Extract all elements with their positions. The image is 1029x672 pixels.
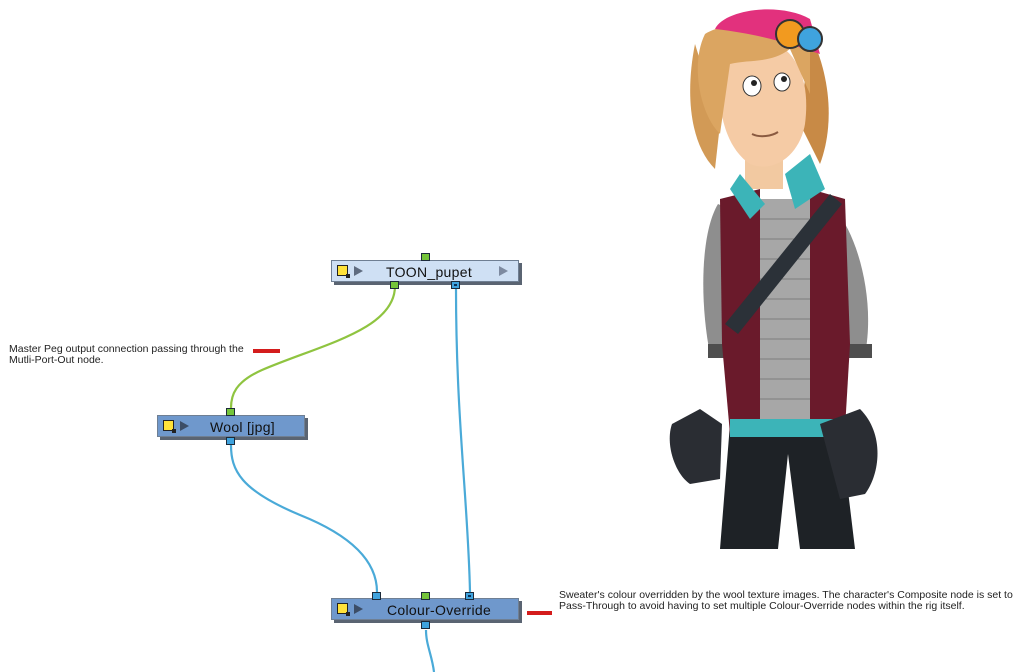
wool-output-port[interactable] bbox=[226, 437, 235, 445]
toon-pupet-node[interactable]: TOON_pupet bbox=[331, 260, 519, 282]
character-bag-strap bbox=[725, 194, 842, 334]
expand-arrow-icon[interactable] bbox=[354, 266, 363, 276]
character-eye-right bbox=[773, 72, 791, 92]
master-peg-annotation-marker bbox=[253, 349, 280, 353]
expand-arrow-icon[interactable] bbox=[354, 604, 363, 614]
colour-override-output-port[interactable] bbox=[421, 621, 430, 629]
colour-override-output-wire[interactable] bbox=[424, 629, 436, 672]
peg-connection-wire[interactable] bbox=[229, 285, 397, 409]
expand-arrow-icon[interactable] bbox=[180, 421, 189, 431]
node-label: Colour-Override bbox=[387, 602, 492, 618]
multi-port-arrow-icon[interactable] bbox=[499, 266, 508, 276]
character-vest-right bbox=[810, 189, 850, 429]
display-toggle-icon[interactable] bbox=[163, 420, 176, 433]
character-illustration bbox=[669, 9, 878, 549]
colour-override-input-port-3[interactable] bbox=[465, 592, 474, 600]
character-glove-right bbox=[820, 409, 878, 499]
node-label: Wool [jpg] bbox=[210, 419, 275, 435]
display-toggle-icon[interactable] bbox=[337, 265, 350, 278]
character-face bbox=[718, 39, 807, 167]
wool-to-colour-override-wire[interactable] bbox=[229, 444, 379, 593]
wool-node[interactable]: Wool [jpg] bbox=[157, 415, 305, 437]
node-label: TOON_pupet bbox=[386, 264, 473, 280]
toon-pupet-peg-output-port[interactable] bbox=[390, 281, 399, 289]
display-toggle-icon[interactable] bbox=[337, 603, 350, 616]
wool-input-port[interactable] bbox=[226, 408, 235, 416]
character-glove-left bbox=[669, 409, 722, 484]
character-eye-left bbox=[742, 75, 762, 97]
colour-override-node[interactable]: Colour-Override bbox=[331, 598, 519, 620]
sweater-annotation: Sweater's colour overridden by the wool … bbox=[559, 589, 1013, 612]
toon-pupet-image-output-port[interactable] bbox=[451, 281, 460, 289]
character-pants bbox=[720, 424, 855, 549]
toon-to-colour-override-wire[interactable] bbox=[454, 287, 472, 593]
character-hair-front bbox=[697, 23, 810, 134]
colour-override-input-port-1[interactable] bbox=[372, 592, 381, 600]
toon-pupet-input-port[interactable] bbox=[421, 253, 430, 261]
character-collar bbox=[730, 174, 765, 219]
master-peg-annotation: Master Peg output connection passing thr… bbox=[9, 343, 244, 366]
colour-override-input-port-2[interactable] bbox=[421, 592, 430, 600]
sweater-annotation-marker bbox=[527, 611, 552, 615]
